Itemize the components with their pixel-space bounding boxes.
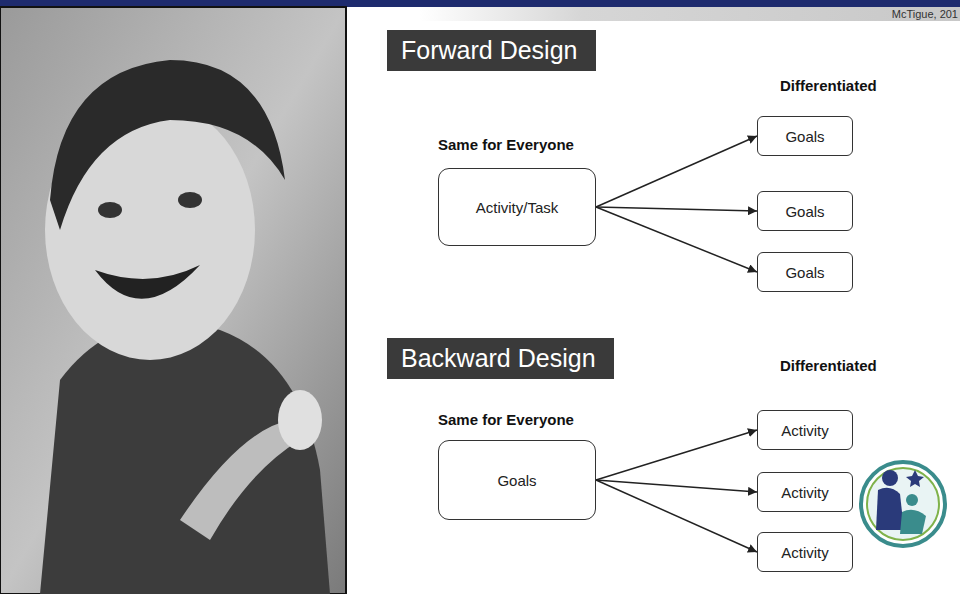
box-text: Goals <box>497 472 536 489</box>
column-heading: Differentiated <box>780 77 877 94</box>
goal-box: Goals <box>757 191 853 231</box>
arrow-connector <box>596 207 757 272</box>
box-text: Backward Design <box>401 344 596 373</box>
box-text: Activity/Task <box>476 199 559 216</box>
section-band: Backward Design <box>387 338 614 379</box>
activity-box: Activity <box>757 532 853 572</box>
box-text: Activity <box>781 422 829 439</box>
activity-box: Activity <box>757 472 853 512</box>
arrow-connector <box>596 430 757 480</box>
column-heading: Differentiated <box>780 357 877 374</box>
box-text: Goals <box>785 203 824 220</box>
arrow-connector <box>596 480 757 552</box>
box-text: Activity <box>781 544 829 561</box>
column-heading: Same for Everyone <box>438 411 574 428</box>
goal-box: Goals <box>757 252 853 292</box>
box-text: Forward Design <box>401 36 577 65</box>
arrow-connector <box>596 136 757 207</box>
arrow-connector <box>596 207 757 211</box>
box-text: Goals <box>785 264 824 281</box>
column-heading: Same for Everyone <box>438 136 574 153</box>
logo <box>861 462 945 546</box>
box-text: Activity <box>781 484 829 501</box>
box-text: Goals <box>785 128 824 145</box>
goal-box: Goals <box>438 440 596 520</box>
boy-photo <box>0 7 346 594</box>
citation-bar <box>420 7 960 21</box>
section-band: Forward Design <box>387 30 596 71</box>
activity-box: Activity <box>757 410 853 450</box>
process-box: Activity/Task <box>438 168 596 246</box>
top-bar <box>0 0 960 7</box>
goal-box: Goals <box>757 116 853 156</box>
citation-text: McTigue, 201 <box>892 8 958 20</box>
